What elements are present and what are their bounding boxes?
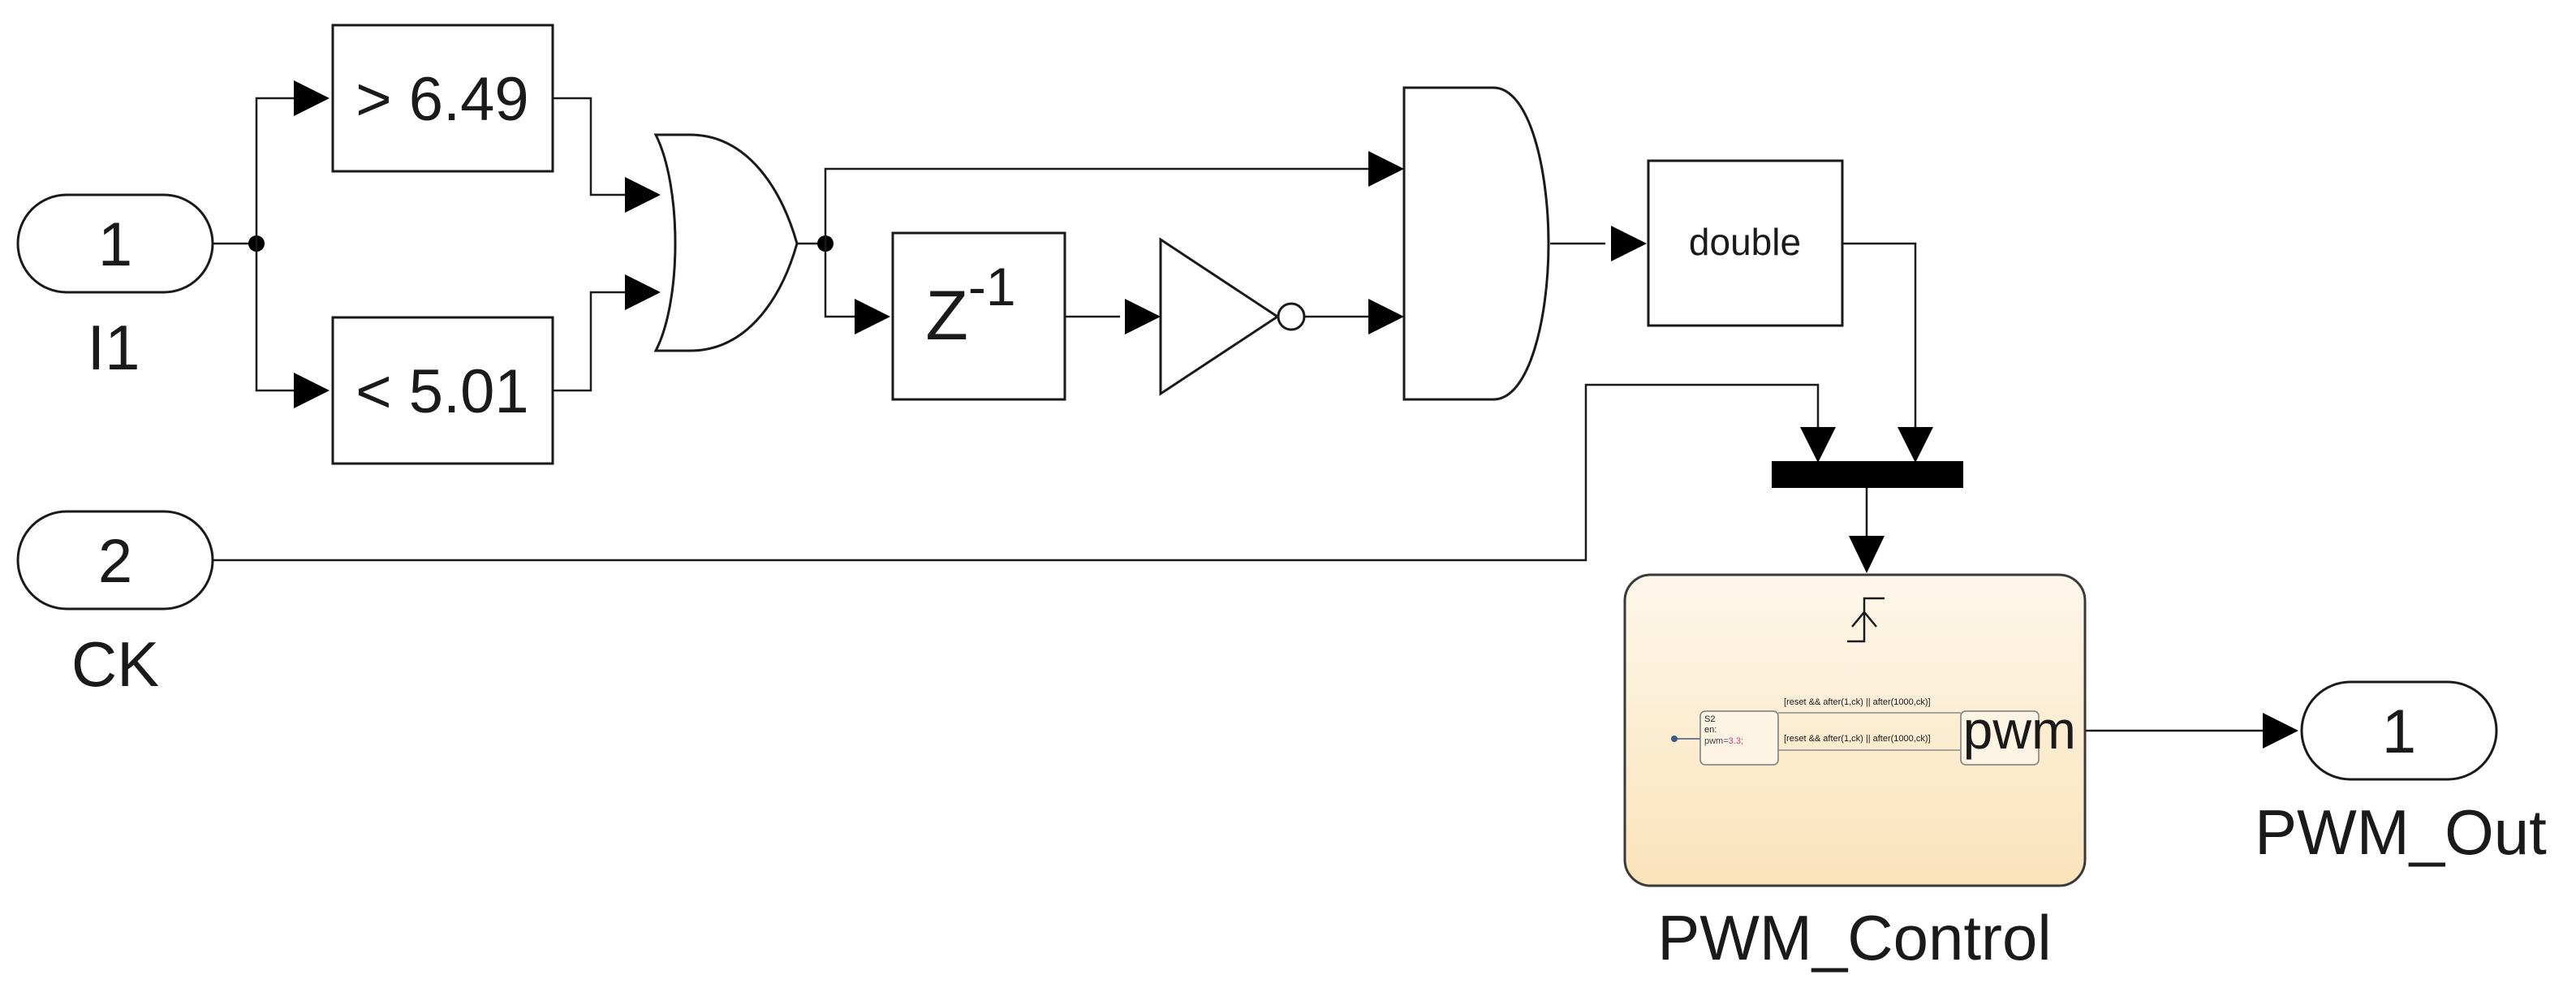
rising-edge-trigger-icon: [1847, 597, 1885, 643]
state-s2-entry: en:: [1704, 725, 1717, 735]
outport-pwm-out[interactable]: 1 PWM_Out: [2255, 680, 2547, 868]
wire-or-to-and: [824, 167, 1370, 244]
wire-or-to-delay: [824, 244, 855, 318]
and-gate[interactable]: [1402, 86, 1550, 401]
compare-greater-shape: [331, 24, 554, 173]
wire-greater-to-or: [553, 97, 627, 196]
arrow-chart-trigger: [1849, 536, 1885, 573]
chart-output-port-label: pwm: [1963, 700, 2076, 760]
inport-i1-shape: [16, 193, 214, 294]
signal-lines: [213, 97, 2269, 732]
conversion-shape: [1647, 159, 1844, 327]
state-s1-box: [1960, 710, 2040, 766]
unit-delay-exponent: -1: [968, 257, 1016, 317]
arrow-and-in1: [1368, 151, 1404, 187]
inport-ck[interactable]: 2 CK: [16, 510, 214, 700]
mux-block[interactable]: [1772, 461, 1963, 488]
transition-top-label: [reset && after(1,ck) || after(1000,ck)]: [1784, 697, 1931, 707]
conversion-label: double: [1689, 221, 1801, 263]
state-s2-action: pwm=3.3;: [1704, 736, 1743, 746]
wire-to-greater: [255, 97, 297, 244]
arrow-not-in: [1125, 299, 1161, 334]
inport-ck-shape: [16, 510, 214, 611]
arrow-double-in: [1611, 226, 1647, 261]
chart-body: [1623, 573, 2087, 887]
outport-number: 1: [2382, 697, 2416, 766]
arrow-mux-in1: [1800, 427, 1836, 463]
data-type-conversion-block[interactable]: double: [1647, 159, 1844, 327]
unit-delay-shape: [891, 231, 1066, 401]
or-gate[interactable]: [653, 133, 799, 352]
not-gate-bubble: [1277, 302, 1306, 331]
arrow-and-in2: [1368, 299, 1404, 334]
arrow-or-in2: [625, 274, 661, 310]
inport-i1-label: I1: [87, 312, 140, 383]
arrow-or-in1: [625, 177, 661, 213]
not-gate[interactable]: [1159, 237, 1306, 396]
compare-less-shape: [331, 316, 554, 465]
unit-delay-base: Z: [925, 277, 968, 355]
rising-edge-arrow-icon: [1851, 611, 1877, 628]
wire-less-to-or: [553, 291, 627, 392]
outport-shape: [2300, 680, 2498, 781]
inport-ck-label: CK: [71, 628, 159, 700]
state-s2-box: [1699, 710, 1779, 766]
pwm-control-chart[interactable]: S2 en: pwm=3.3; [reset && after(1,ck) ||…: [1623, 573, 2087, 973]
inport-i1-number: 1: [98, 210, 132, 279]
chart-name-label: PWM_Control: [1657, 902, 2051, 973]
chart-preview: S2 en: pwm=3.3; [reset && after(1,ck) ||…: [1671, 697, 2040, 766]
compare-less-label: < 5.01: [355, 357, 528, 426]
arrow-less-in: [294, 373, 330, 408]
compare-less-block[interactable]: < 5.01: [331, 316, 554, 465]
or-gate-shape: [653, 133, 799, 352]
state-s2-action-val: 3.3;: [1729, 736, 1743, 746]
wire-to-less: [255, 244, 297, 392]
compare-greater-block[interactable]: > 6.49: [331, 24, 554, 173]
mux-bar: [1772, 461, 1963, 488]
compare-greater-label: > 6.49: [355, 65, 528, 134]
not-gate-triangle: [1159, 237, 1280, 396]
arrow-outport-in: [2263, 713, 2298, 749]
arrow-delay-in: [855, 299, 890, 334]
state-s2-name: S2: [1704, 714, 1715, 724]
outport-label: PWM_Out: [2255, 796, 2547, 868]
and-gate-shape: [1402, 86, 1550, 401]
state-s2-action-var: pwm=: [1704, 736, 1729, 746]
inport-ck-number: 2: [98, 527, 132, 596]
wire-ck-to-mux: [213, 383, 1820, 562]
arrow-greater-in: [294, 80, 330, 116]
unit-delay-block[interactable]: Z-1: [891, 231, 1066, 401]
unit-delay-label: Z-1: [925, 257, 1015, 355]
arrow-mux-in2: [1898, 427, 1933, 463]
inport-i1[interactable]: 1 I1: [16, 193, 214, 383]
wire-double-to-mux: [1842, 242, 1917, 430]
transition-bottom-label: [reset && after(1,ck) || after(1000,ck)]: [1784, 734, 1931, 744]
arrowheads: [294, 80, 2298, 749]
